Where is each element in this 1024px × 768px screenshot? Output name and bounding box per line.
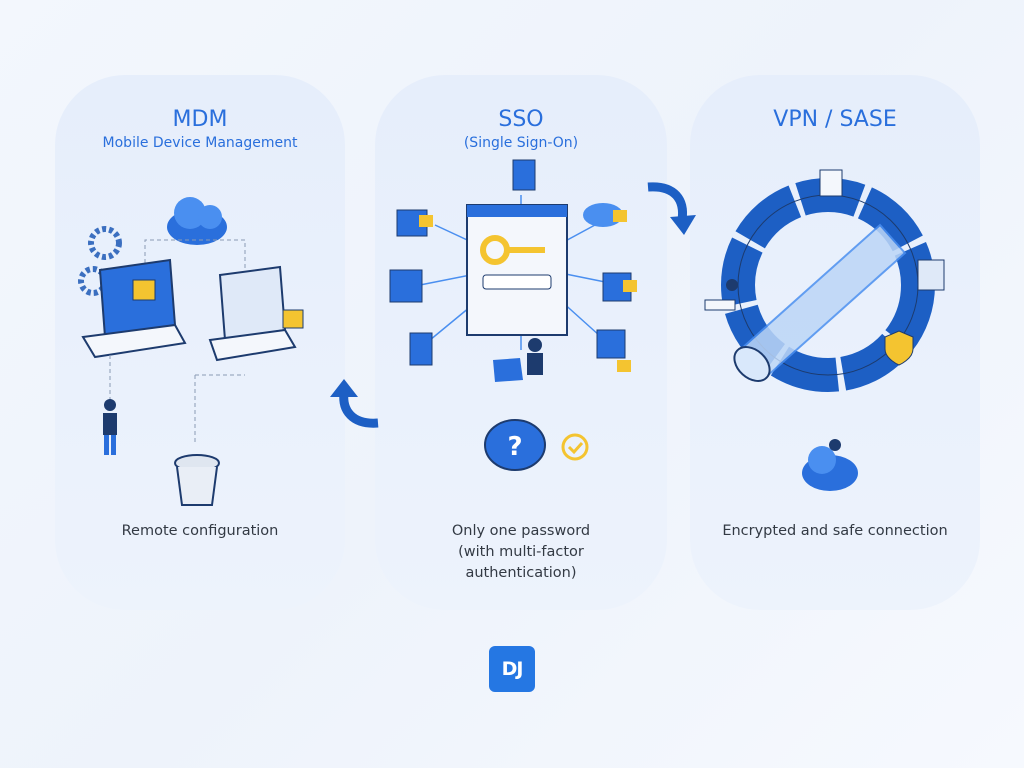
sso-caption-line: authentication) [465, 565, 577, 581]
mail-lock-icon [602, 272, 637, 302]
logo-text: DJ [501, 658, 524, 680]
laptop-icon [208, 265, 304, 362]
sso-title: SSO [498, 107, 544, 132]
sso-panel: SSO (Single Sign-On) ? Only one password… [375, 75, 667, 610]
sso-caption-line: Only one password [451, 523, 591, 539]
check-icon [561, 433, 589, 461]
sso-illustration: ? [389, 159, 637, 471]
mdm-caption: Remote configuration [121, 523, 279, 539]
sso-caption: Only one password (with multi-factor aut… [375, 521, 667, 584]
document-icon [512, 159, 536, 191]
curved-arrow-icon [647, 182, 696, 235]
cloud-lock-icon [583, 203, 627, 227]
shield-icon [884, 330, 914, 366]
file-icon [409, 332, 433, 366]
vpn-caption: Encrypted and safe connection [722, 523, 948, 539]
person-icon [103, 399, 117, 455]
cloud-icon [389, 269, 423, 303]
trash-icon [174, 454, 220, 506]
vpn-title: VPN / SASE [773, 107, 897, 132]
vpn-illustration [704, 169, 945, 491]
mdm-title: MDM [172, 107, 228, 132]
laptop-icon [81, 258, 187, 359]
sso-subtitle: (Single Sign-On) [463, 135, 579, 151]
browser-window-icon [466, 204, 568, 336]
vpn-panel: VPN / SASE Encrypted and safe connection [690, 75, 980, 610]
svg-text:?: ? [507, 432, 522, 462]
chat-lock-icon [596, 329, 631, 372]
sso-caption-line: (with multi-factor [458, 544, 584, 560]
question-bubble-icon: ? [484, 419, 546, 471]
encrypted-tunnel-icon [733, 223, 907, 382]
cloud-icon [167, 197, 227, 245]
mdm-panel: MDM Mobile Device Management Remote conf… [55, 75, 345, 610]
mail-lock-icon [396, 209, 433, 237]
mdm-subtitle: Mobile Device Management [102, 135, 298, 151]
cloud-person-icon [802, 439, 858, 491]
server-icon [917, 259, 945, 291]
person-laptop-icon [704, 279, 738, 311]
dj-logo: DJ [489, 646, 535, 692]
mdm-illustration [78, 197, 304, 506]
person-laptop-icon [493, 338, 543, 382]
curved-arrow-icon [330, 379, 379, 428]
document-icon [819, 169, 843, 197]
